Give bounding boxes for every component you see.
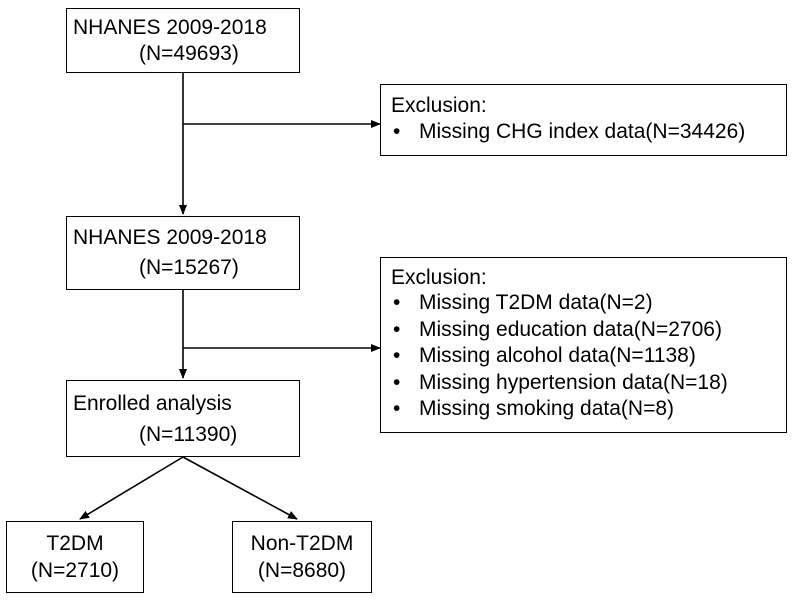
cohort-box-initial-title: NHANES 2009-2018 xyxy=(73,16,267,39)
exclusion-box-2-title: Exclusion: xyxy=(391,266,487,289)
arrow-to-non-t2dm xyxy=(182,456,298,520)
cohort-box-after-chg-count: (N=15267) xyxy=(139,256,239,279)
exclusion-item: • Missing hypertension data(N=18) xyxy=(381,370,728,397)
outcome-box-non-t2dm: Non-T2DM (N=8680) xyxy=(232,521,372,593)
bullet-icon: • xyxy=(393,291,401,314)
bullet-icon: • xyxy=(393,370,401,394)
exclusion-item-text: Missing education data(N=2706) xyxy=(419,317,722,341)
exclusion-item-text: Missing T2DM data(N=2) xyxy=(419,291,653,314)
arrow-to-t2dm xyxy=(79,456,184,520)
exclusion-item: • Missing T2DM data(N=2) xyxy=(381,290,728,317)
bullet-icon: • xyxy=(393,344,401,367)
exclusion-item-text: Missing alcohol data(N=1138) xyxy=(419,344,696,367)
cohort-box-initial: NHANES 2009-2018 (N=49693) xyxy=(66,8,300,73)
outcome-box-non-t2dm-title: Non-T2DM xyxy=(250,532,354,555)
cohort-box-enrolled-count: (N=11390) xyxy=(139,423,238,446)
bullet-icon: • xyxy=(393,317,401,341)
cohort-box-enrolled: Enrolled analysis (N=11390) xyxy=(66,380,300,457)
exclusion-item: • Missing alcohol data(N=1138) xyxy=(381,343,728,370)
outcome-box-non-t2dm-count: (N=8680) xyxy=(257,559,347,582)
cohort-box-after-chg: NHANES 2009-2018 (N=15267) xyxy=(66,216,300,290)
exclusion-item-text: Missing CHG index data(N=34426) xyxy=(419,120,746,143)
cohort-box-enrolled-title: Enrolled analysis xyxy=(73,392,232,415)
exclusion-box-1: Exclusion: • Missing CHG index data(N=344… xyxy=(380,84,787,156)
outcome-box-t2dm-count: (N=2710) xyxy=(30,559,120,582)
exclusion-item: • Missing education data(N=2706) xyxy=(381,317,728,344)
exclusion-item-text: Missing smoking data(N=8) xyxy=(419,397,675,420)
exclusion-box-1-title: Exclusion: xyxy=(391,94,487,117)
exclusion-box-2-list: • Missing T2DM data(N=2) • Missing educati… xyxy=(381,290,728,423)
bullet-icon: • xyxy=(393,397,401,420)
exclusion-item: • Missing smoking data(N=8) xyxy=(381,396,728,423)
outcome-box-t2dm: T2DM (N=2710) xyxy=(6,521,144,593)
outcome-box-t2dm-title: T2DM xyxy=(46,532,104,555)
bullet-icon: • xyxy=(393,120,401,143)
exclusion-item-text: Missing hypertension data(N=18) xyxy=(419,370,728,394)
exclusion-item: • Missing CHG index data(N=34426) xyxy=(381,119,745,146)
cohort-box-after-chg-title: NHANES 2009-2018 xyxy=(73,226,267,249)
exclusion-box-1-list: • Missing CHG index data(N=34426) xyxy=(381,119,745,146)
exclusion-box-2: Exclusion: • Missing T2DM data(N=2) • Miss… xyxy=(380,257,787,433)
cohort-box-initial-count: (N=49693) xyxy=(139,42,239,65)
